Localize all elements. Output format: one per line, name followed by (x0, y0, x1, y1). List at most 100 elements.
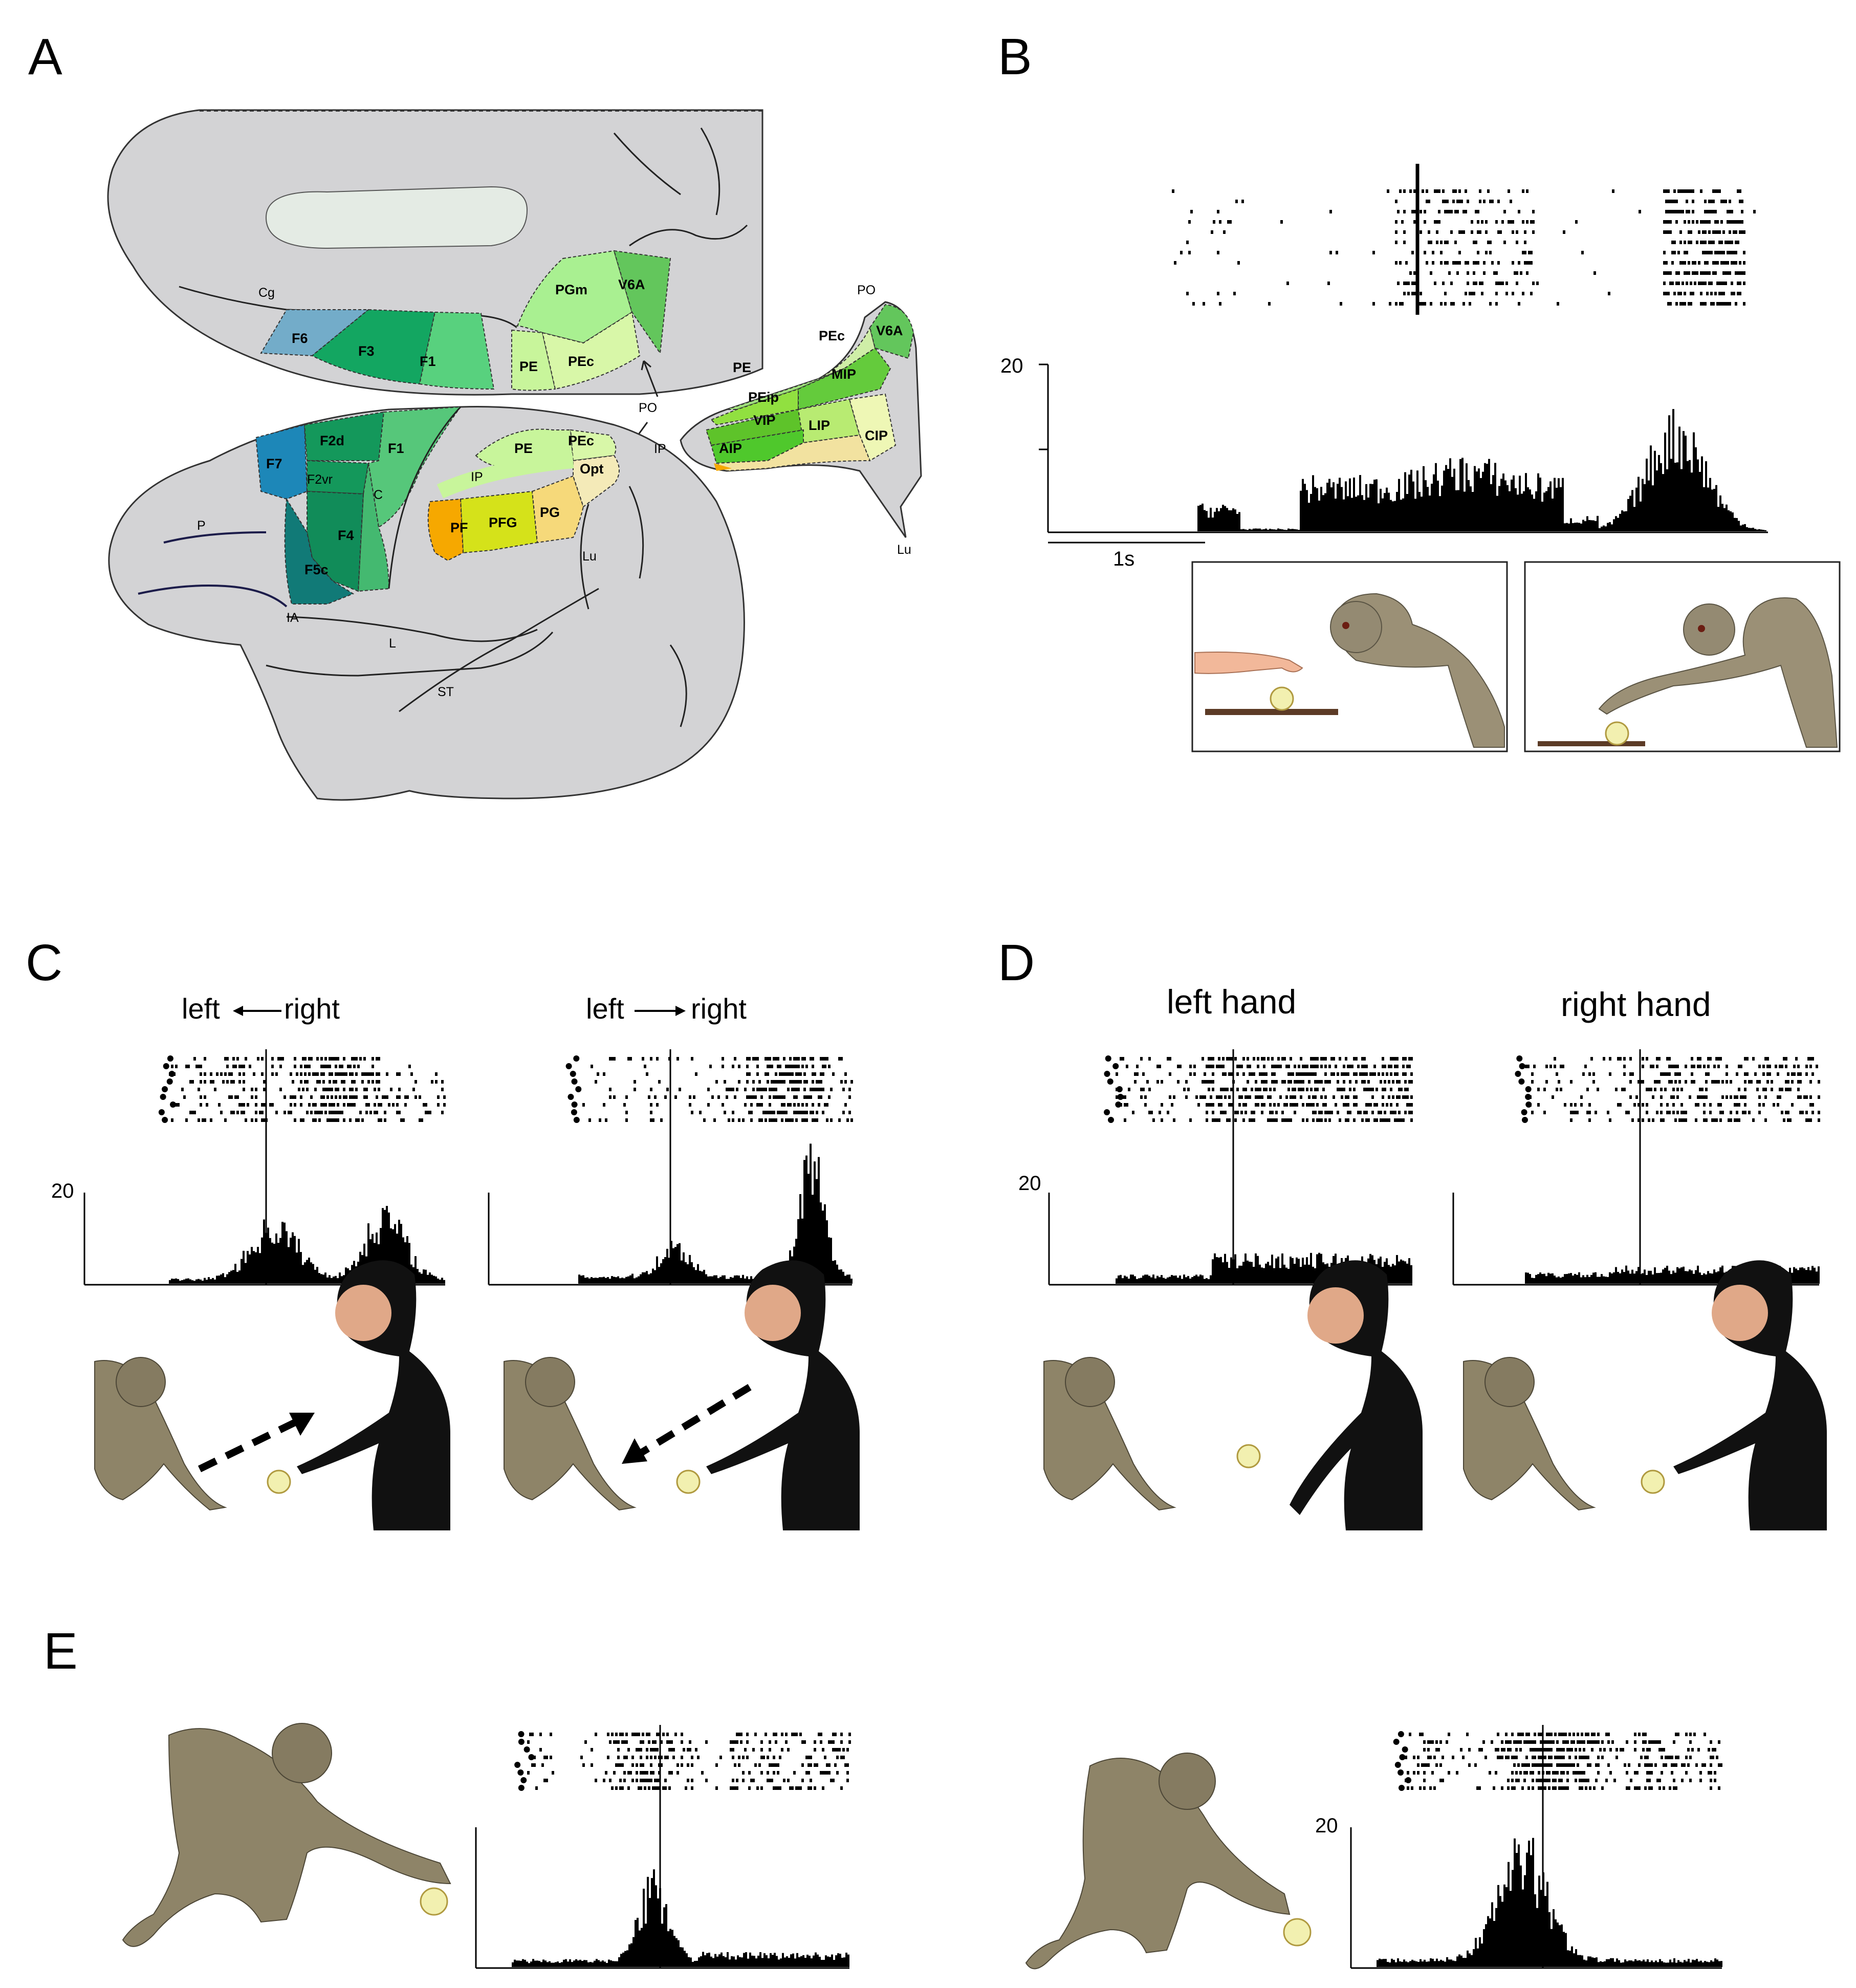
raster-spike (1365, 1088, 1368, 1091)
raster-spike (1460, 200, 1463, 203)
raster-spike (290, 1095, 292, 1099)
raster-spike (773, 1786, 775, 1790)
raster-spike (1739, 292, 1741, 295)
histogram-bin (1345, 481, 1347, 531)
histogram-bin (1399, 1961, 1401, 1967)
raster-spike (1587, 1779, 1589, 1782)
histogram-bin (1179, 1275, 1181, 1284)
raster-spike (1367, 1088, 1370, 1091)
raster-spike (1577, 1771, 1579, 1775)
histogram-bin (664, 1257, 666, 1284)
raster-spike (331, 1072, 333, 1076)
raster-spike (1696, 220, 1698, 224)
raster-spike (756, 1786, 759, 1790)
raster-spike (1533, 1065, 1536, 1068)
histogram-bin (275, 1233, 277, 1284)
raster-spike (771, 1118, 773, 1122)
raster-spike (437, 1103, 440, 1107)
raster-spike (801, 1118, 804, 1122)
raster-spike (1722, 302, 1725, 306)
raster-spike (687, 1779, 689, 1782)
raster-spike (642, 1740, 644, 1744)
raster-spike (1511, 1786, 1514, 1790)
raster-spike (1505, 1756, 1508, 1759)
raster-spike (1568, 1748, 1571, 1752)
raster-spike (666, 1756, 669, 1759)
histogram-bin (1355, 496, 1357, 531)
histogram-bin (843, 1957, 845, 1967)
histogram-bin (601, 1277, 603, 1284)
raster-spike (752, 1748, 755, 1752)
histogram-bin (1154, 1278, 1156, 1284)
histogram-bin (818, 1157, 820, 1284)
apple-icon (1641, 1470, 1665, 1494)
histogram-bin (1674, 1272, 1676, 1284)
histogram-bin (761, 1958, 763, 1967)
raster-spike (1116, 1088, 1118, 1091)
raster-spike (365, 1095, 368, 1099)
raster-spike (840, 1740, 843, 1744)
raster-spike (652, 1786, 654, 1790)
raster-spike (1220, 1111, 1222, 1114)
histogram-bin (824, 1204, 826, 1284)
raster-spike (1283, 1080, 1286, 1084)
raster-spike (1294, 1103, 1296, 1107)
raster-spike (1588, 1072, 1591, 1076)
area-pec-lateral (570, 429, 617, 462)
raster-spike (1546, 1779, 1548, 1782)
raster-spike (1700, 292, 1702, 295)
raster-spike (1799, 1111, 1802, 1114)
raster-spike (660, 1763, 663, 1767)
histogram-bin (1717, 1271, 1719, 1284)
raster-spike (650, 1763, 652, 1767)
raster-spike (1287, 1072, 1290, 1076)
histogram-bin (821, 1960, 823, 1967)
histogram-bin (1403, 1959, 1405, 1967)
raster-spike (1365, 1072, 1368, 1076)
histogram-bin (1597, 515, 1599, 531)
raster-spike (378, 1080, 380, 1084)
raster-spike (1382, 1103, 1384, 1107)
raster-spike (1236, 1088, 1239, 1091)
area-v6a-medial (613, 250, 671, 355)
raster-spike (1809, 1057, 1812, 1061)
raster-spike (1661, 1748, 1663, 1752)
raster-spike (1148, 1088, 1151, 1091)
raster-spike (1701, 1763, 1704, 1767)
raster-spike (1526, 261, 1529, 265)
histogram-bin (1484, 463, 1486, 531)
raster-spike (1224, 1095, 1227, 1099)
raster-spike (1691, 1065, 1693, 1068)
histogram-bin (1529, 1274, 1531, 1284)
raster-spike (1146, 1080, 1149, 1084)
raster-spike (599, 1118, 601, 1122)
raster-spike (791, 1072, 794, 1076)
raster-spike (658, 1080, 661, 1084)
histogram-bin (770, 1953, 772, 1967)
raster-spike (1310, 1088, 1313, 1091)
raster-spike (1320, 1118, 1323, 1122)
raster-spike (1548, 1756, 1551, 1759)
raster-spike (1320, 1057, 1323, 1061)
histogram-bin (624, 1951, 626, 1967)
raster-spike (1372, 302, 1375, 306)
raster-spike (1588, 1118, 1591, 1122)
raster-spike (1595, 1779, 1598, 1782)
raster-spike (1302, 1080, 1304, 1084)
histogram-bin (202, 1281, 204, 1284)
histogram-bin (1447, 469, 1449, 531)
histogram-bin (1623, 511, 1625, 531)
raster-spike (787, 1088, 790, 1091)
raster-spike (1489, 302, 1492, 306)
raster-spike (1708, 210, 1711, 213)
histogram-bin (1410, 469, 1412, 531)
raster-spike (1550, 1763, 1553, 1767)
histogram-bin (1704, 1961, 1706, 1967)
histogram-bin (1603, 1276, 1605, 1284)
histogram-bin (735, 1959, 737, 1967)
raster-spike (541, 1763, 544, 1767)
histogram-bin (587, 1962, 589, 1967)
histogram-bin (1495, 1908, 1497, 1967)
raster-spike (1242, 1057, 1245, 1061)
raster-spike (1517, 1733, 1520, 1736)
